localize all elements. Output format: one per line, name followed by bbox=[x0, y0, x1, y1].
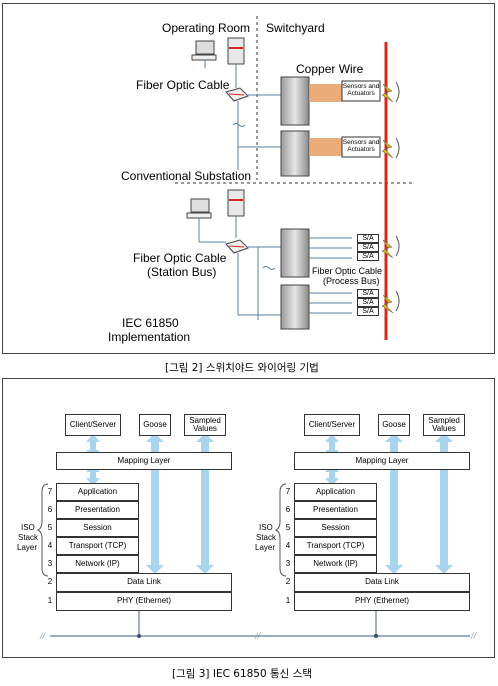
layer-application: Application bbox=[56, 483, 139, 501]
iso-label: Layer bbox=[255, 543, 276, 552]
layer-number: 4 bbox=[47, 541, 53, 550]
layer-number: 3 bbox=[47, 559, 53, 568]
client-server-box: Client/Server bbox=[304, 414, 360, 436]
sensors-actuators-box: Sensors and Actuators bbox=[342, 83, 380, 97]
goose-box: Goose bbox=[378, 414, 410, 436]
layer-number: 5 bbox=[47, 523, 53, 532]
layer-session: Session bbox=[56, 519, 139, 537]
sa-box: S/A bbox=[357, 298, 379, 307]
client-server-box: Client/Server bbox=[65, 414, 121, 436]
sensors-actuators-box: Sensors and Actuators bbox=[342, 139, 380, 153]
implementation-label: Implementation bbox=[108, 330, 191, 344]
layer-number: 5 bbox=[285, 523, 291, 532]
iso-brace bbox=[36, 483, 49, 577]
iso-label: Stack bbox=[18, 533, 39, 542]
iso-label: ISO bbox=[21, 523, 35, 532]
layer-number: 1 bbox=[47, 596, 53, 605]
lower-network bbox=[186, 189, 400, 330]
iec-label: IEC 61850 bbox=[122, 316, 179, 330]
sampled-values-box: Sampled Values bbox=[423, 414, 465, 436]
sa-box: S/A bbox=[357, 252, 379, 261]
fiber-optic-cable-label: Fiber Optic Cable bbox=[136, 78, 230, 92]
layer-number: 4 bbox=[285, 541, 291, 550]
sa-box: S/A bbox=[357, 234, 379, 243]
copper-wire-label: Copper Wire bbox=[296, 62, 364, 76]
layer-phy: PHY (Ethernet) bbox=[294, 592, 470, 611]
layer-presentation: Presentation bbox=[294, 501, 377, 519]
upper-network bbox=[191, 37, 400, 177]
sampled-values-box: Sampled Values bbox=[184, 414, 226, 436]
layer-session: Session bbox=[294, 519, 377, 537]
figure2-diagram bbox=[175, 16, 412, 340]
layer-data-link: Data Link bbox=[56, 573, 232, 592]
layer-network: Network (IP) bbox=[294, 555, 377, 573]
stack1-arrows bbox=[86, 433, 214, 574]
figure3-caption: [그림 3] IEC 61850 통신 스택 bbox=[172, 668, 312, 680]
layer-number: 6 bbox=[285, 505, 291, 514]
iso-label: Stack bbox=[256, 533, 277, 542]
svg-text://: // bbox=[470, 631, 478, 641]
layer-number: 2 bbox=[285, 577, 291, 586]
sa-box: S/A bbox=[357, 307, 379, 316]
layer-number: 3 bbox=[285, 559, 291, 568]
sa-box: S/A bbox=[357, 289, 379, 298]
layer-number: 7 bbox=[47, 487, 53, 496]
figure2-caption: [그림 2] 스위치야드 와이어링 기법 bbox=[165, 362, 319, 374]
layer-number: 1 bbox=[285, 596, 291, 605]
station-bus-label: (Station Bus) bbox=[147, 265, 217, 279]
layer-data-link: Data Link bbox=[294, 573, 470, 592]
sa-box: S/A bbox=[357, 243, 379, 252]
mapping-layer-box: Mapping Layer bbox=[294, 452, 470, 470]
svg-text://: // bbox=[39, 631, 47, 641]
goose-box: Goose bbox=[139, 414, 171, 436]
layer-application: Application bbox=[294, 483, 377, 501]
mapping-layer-box: Mapping Layer bbox=[56, 452, 232, 470]
operating-room-label: Operating Room bbox=[162, 21, 251, 35]
layer-presentation: Presentation bbox=[56, 501, 139, 519]
layer-network: Network (IP) bbox=[56, 555, 139, 573]
iso-label: ISO bbox=[259, 523, 273, 532]
fiber-process-bus-label: Fiber Optic Cable bbox=[312, 266, 383, 276]
conventional-substation-label: Conventional Substation bbox=[121, 169, 252, 183]
iso-label: Layer bbox=[17, 543, 38, 552]
layer-phy: PHY (Ethernet) bbox=[56, 592, 232, 611]
layer-number: 6 bbox=[47, 505, 53, 514]
process-bus-label: (Process Bus) bbox=[323, 276, 380, 286]
iso-brace bbox=[274, 483, 287, 577]
layer-number: 2 bbox=[47, 577, 53, 586]
svg-text://: // bbox=[254, 631, 262, 641]
layer-number: 7 bbox=[285, 487, 291, 496]
figure2-panel bbox=[2, 3, 495, 354]
fiber-station-bus-label: Fiber Optic Cable bbox=[133, 251, 227, 265]
layer-transport: Transport (TCP) bbox=[294, 537, 377, 555]
layer-transport: Transport (TCP) bbox=[56, 537, 139, 555]
switchyard-label: Switchyard bbox=[266, 21, 325, 35]
